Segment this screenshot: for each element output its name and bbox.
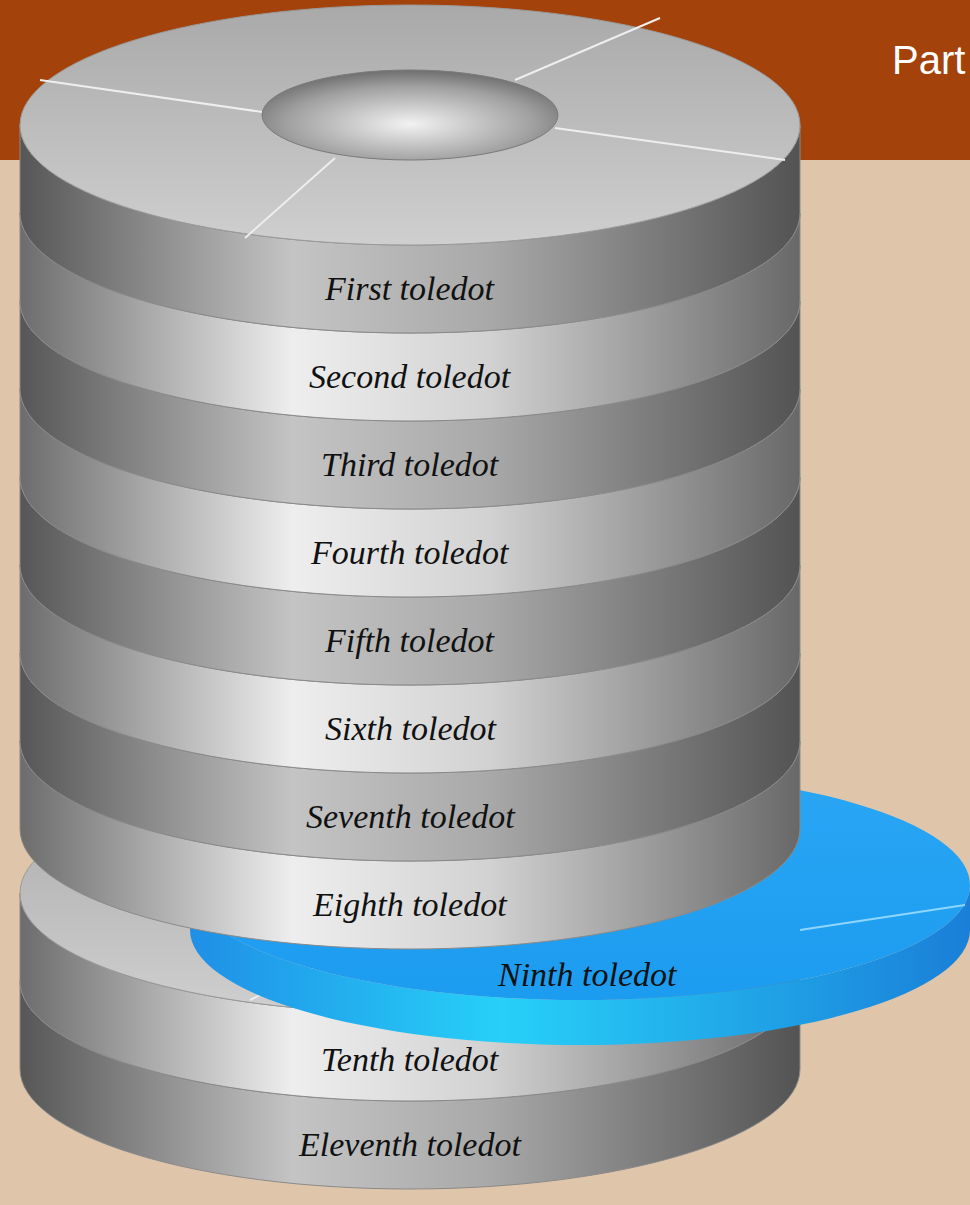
toledot-band: Eighth toledot bbox=[307, 883, 513, 926]
band-label: Second toledot bbox=[309, 357, 510, 396]
band-label: Eighth toledot bbox=[313, 885, 507, 924]
section-heading: Part bbox=[892, 38, 965, 83]
band-label: Sixth toledot bbox=[325, 709, 496, 748]
band-label: Fourth toledot bbox=[311, 533, 508, 572]
band-label: Tenth toledot bbox=[321, 1040, 498, 1079]
toledot-band: Third toledot bbox=[315, 443, 504, 486]
band-label: Seventh toledot bbox=[306, 797, 515, 836]
band-label: Third toledot bbox=[321, 445, 498, 484]
toledot-band: Tenth toledot bbox=[315, 1038, 504, 1081]
band-label: Ninth toledot bbox=[498, 955, 677, 994]
upper-disc-stack bbox=[20, 5, 800, 949]
toledot-band: Second toledot bbox=[303, 355, 516, 398]
toledot-band: Fifth toledot bbox=[319, 619, 500, 662]
toledot-band: Eleventh toledot bbox=[293, 1123, 527, 1166]
toledot-band: Seventh toledot bbox=[300, 795, 521, 838]
band-label: Eleventh toledot bbox=[299, 1125, 521, 1164]
toledot-band: Ninth toledot bbox=[492, 953, 683, 996]
band-label: First toledot bbox=[325, 269, 494, 308]
band-label: Fifth toledot bbox=[325, 621, 494, 660]
toledot-band: Sixth toledot bbox=[319, 707, 502, 750]
toledot-band: First toledot bbox=[319, 267, 500, 310]
toledot-band: Fourth toledot bbox=[305, 531, 514, 574]
